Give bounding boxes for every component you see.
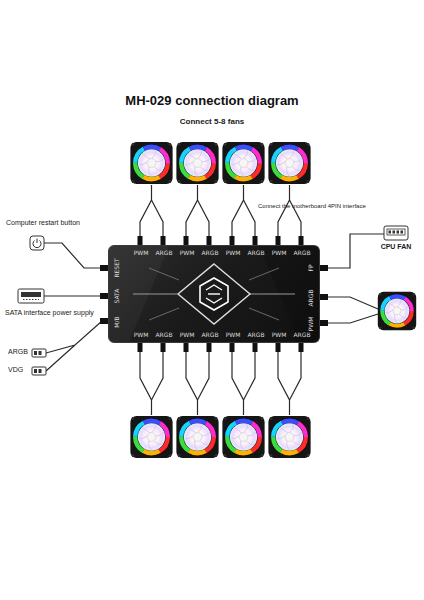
callout-text: SATA interface power supply xyxy=(5,309,94,317)
restart-button-icon xyxy=(30,236,44,250)
port-label: SATA xyxy=(114,289,120,304)
pin-name: ARGB xyxy=(8,348,28,356)
port-label: ARGB xyxy=(155,332,172,338)
plugs xyxy=(100,236,328,352)
pin-name: VDG xyxy=(8,366,23,374)
pin-connector-icon xyxy=(32,349,46,375)
port-label: PWM xyxy=(134,332,149,338)
sata-connector-icon xyxy=(18,289,44,303)
fan xyxy=(378,292,416,330)
fan xyxy=(130,142,172,184)
fan xyxy=(222,142,264,184)
port-label: PWM xyxy=(180,250,195,256)
port-label: ARGB xyxy=(201,332,218,338)
port-label: ARGB xyxy=(293,250,310,256)
port-label: PWM xyxy=(226,250,241,256)
port-label: PWM xyxy=(308,317,314,332)
port-label: ARGB xyxy=(155,250,172,256)
fan xyxy=(130,416,172,458)
port-label: ARGB xyxy=(201,250,218,256)
fan xyxy=(268,142,310,184)
hub-logo xyxy=(109,246,319,342)
diagram-title: MH-029 connection diagram xyxy=(0,94,424,109)
port-label: PWM xyxy=(272,250,287,256)
port-label: FP xyxy=(308,264,314,271)
port-label: PWM xyxy=(226,332,241,338)
fan xyxy=(222,416,264,458)
port-label: ARGB xyxy=(293,332,310,338)
port-label: PWM xyxy=(134,250,149,256)
callout-text: Computer restart button xyxy=(6,219,80,227)
fan-wires xyxy=(44,185,384,415)
fan-hub: PWMARGBPWMARGBPWMARGBPWMARGBPWMARGBPWMAR… xyxy=(108,245,320,343)
fan xyxy=(268,416,310,458)
port-label: PWM xyxy=(180,332,195,338)
fan xyxy=(176,416,218,458)
port-label: ARGB xyxy=(247,332,264,338)
port-label: ARGB xyxy=(308,289,314,306)
port-label: RESET xyxy=(114,258,120,277)
subtitle: Connect 5-8 fans xyxy=(180,117,244,126)
cpu-fan-header-icon xyxy=(384,226,408,240)
fan xyxy=(176,142,218,184)
port-label: M/B xyxy=(114,316,120,327)
callout-text: Connect the motherboard 4PIN interface xyxy=(258,203,366,210)
callout-text: CPU FAN xyxy=(381,243,412,251)
port-label: ARGB xyxy=(247,250,264,256)
port-label: PWM xyxy=(272,332,287,338)
